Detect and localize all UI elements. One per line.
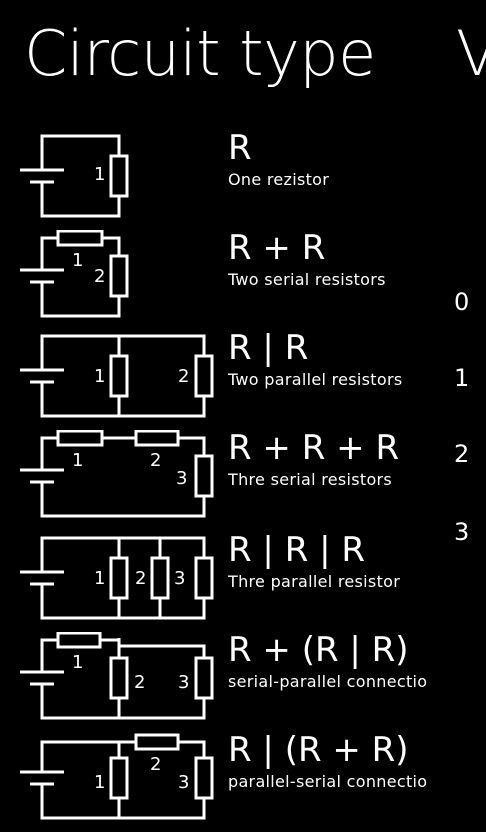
circuit-formula: R | R | R bbox=[228, 530, 366, 570]
resistor-label: 3 bbox=[178, 672, 189, 693]
circuit-description: Two serial resistors bbox=[228, 270, 386, 289]
circuit-item-one-resistor[interactable]: 1 R One rezistor bbox=[0, 128, 450, 230]
circuit-diagram-icon: 1 2 bbox=[20, 230, 129, 318]
side-list-item[interactable]: 0 bbox=[454, 288, 470, 316]
circuit-formula: R + (R | R) bbox=[228, 630, 409, 670]
resistor-label: 1 bbox=[72, 652, 83, 673]
resistor-label: 1 bbox=[72, 450, 83, 471]
resistor-label: 1 bbox=[94, 772, 105, 793]
resistor-label: 2 bbox=[178, 366, 189, 387]
circuit-item-two-parallel[interactable]: 1 2 R | R Two parallel resistors bbox=[0, 328, 450, 430]
circuit-item-two-serial[interactable]: 1 2 R + R Two serial resistors bbox=[0, 228, 450, 330]
circuit-diagram-icon: 1 2 bbox=[20, 334, 214, 418]
circuit-description: Two parallel resistors bbox=[228, 370, 403, 389]
circuit-description: One rezistor bbox=[228, 170, 330, 189]
circuit-diagram-icon: 1 2 3 bbox=[20, 430, 214, 518]
resistor-label: 1 bbox=[72, 250, 83, 271]
circuit-formula: R + R + R bbox=[228, 428, 400, 468]
circuit-diagram-icon: 1 2 3 bbox=[20, 632, 214, 720]
circuit-item-parallel-serial[interactable]: 1 2 3 R | (R + R) parallel-serial connec… bbox=[0, 730, 450, 832]
side-list-item[interactable]: 2 bbox=[454, 440, 470, 468]
side-list-item[interactable]: 1 bbox=[454, 364, 470, 392]
resistor-label: 2 bbox=[150, 450, 161, 471]
circuit-description: parallel-serial connectio bbox=[228, 772, 428, 791]
next-pivot-title[interactable]: V bbox=[456, 17, 486, 90]
resistor-label: 1 bbox=[94, 164, 105, 185]
circuit-diagram-icon: 1 2 3 bbox=[20, 536, 214, 620]
resistor-label: 2 bbox=[94, 266, 105, 287]
resistor-label: 3 bbox=[176, 468, 187, 489]
circuit-formula: R | R bbox=[228, 328, 309, 368]
resistor-label: 2 bbox=[134, 672, 145, 693]
circuit-formula: R | (R + R) bbox=[228, 730, 409, 770]
side-list-item[interactable]: 3 bbox=[454, 518, 470, 546]
resistor-label: 2 bbox=[150, 754, 161, 775]
circuit-description: Thre parallel resistor bbox=[228, 572, 401, 591]
circuit-diagram-icon: 1 bbox=[20, 134, 129, 218]
circuit-formula: R + R bbox=[228, 228, 326, 268]
circuit-formula: R bbox=[228, 128, 252, 168]
circuit-description: Thre serial resistors bbox=[228, 470, 393, 489]
circuit-diagram-icon: 1 2 3 bbox=[20, 733, 214, 820]
circuit-description: serial-parallel connectio bbox=[228, 672, 428, 691]
circuit-item-three-parallel[interactable]: 1 2 3 R | R | R Thre parallel resistor bbox=[0, 530, 450, 632]
resistor-label: 1 bbox=[94, 366, 105, 387]
resistor-label: 3 bbox=[174, 568, 185, 589]
page-title: Circuit type bbox=[24, 17, 376, 90]
circuit-item-serial-parallel[interactable]: 1 2 3 R + (R | R) serial-parallel connec… bbox=[0, 630, 450, 732]
resistor-label: 1 bbox=[94, 568, 105, 589]
resistor-label: 2 bbox=[135, 568, 146, 589]
circuit-item-three-serial[interactable]: 1 2 3 R + R + R Thre serial resistors bbox=[0, 428, 450, 530]
resistor-label: 3 bbox=[178, 772, 189, 793]
